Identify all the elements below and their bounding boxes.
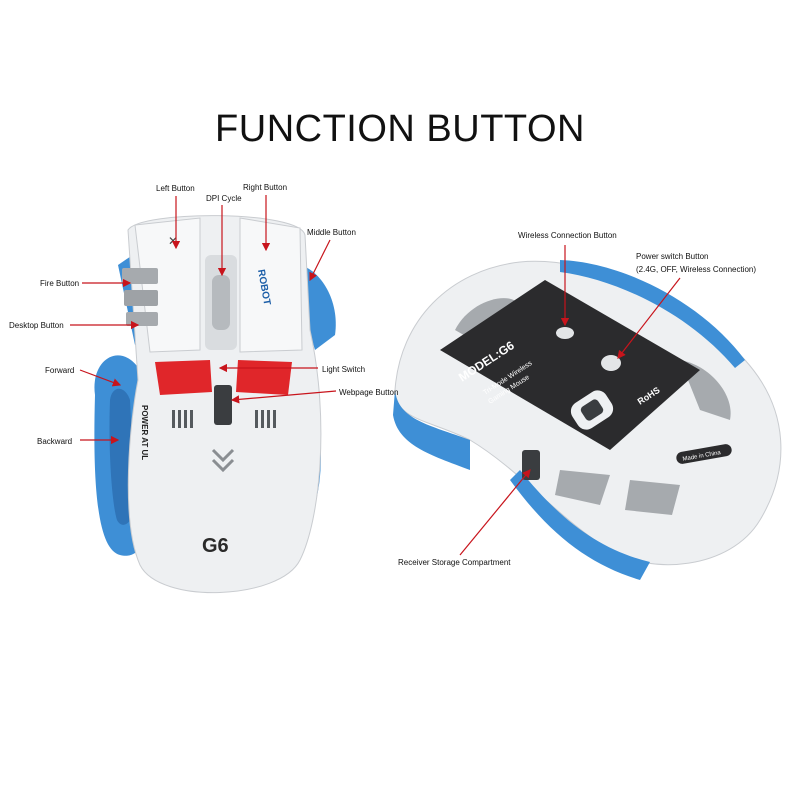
label-power-switch-modes: (2.4G, OFF, Wireless Connection) — [636, 265, 757, 274]
power-switch-key — [601, 355, 621, 371]
logo-decal: G6 — [202, 535, 229, 557]
arrow-middle-button — [309, 239, 331, 282]
arrow-forward — [79, 369, 122, 387]
webpage-button-key — [236, 360, 292, 395]
scroll-wheel — [212, 275, 230, 330]
vents — [172, 410, 276, 428]
label-fire-button: Fire Button — [40, 279, 80, 288]
arrow-receiver-storage — [459, 469, 531, 556]
label-receiver-storage: Receiver Storage Compartment — [398, 558, 511, 567]
label-wireless-connection-button: Wireless Connection Button — [518, 231, 617, 240]
label-webpage-button: Webpage Button — [339, 388, 399, 397]
wireless-connection-key — [556, 327, 574, 339]
side-decal: POWER AT UL — [140, 405, 149, 460]
light-switch-key — [155, 360, 212, 395]
skate-4 — [625, 480, 680, 515]
bottom-blue-top — [560, 260, 745, 368]
bottom-blue-right — [510, 470, 650, 580]
callout-arrows — [70, 195, 681, 556]
label-left-button: Left Button — [156, 184, 195, 193]
page-title: FUNCTION BUTTON — [215, 108, 585, 150]
label-plate — [440, 280, 700, 450]
skate-3 — [555, 470, 610, 505]
mouse-top-view: ROBOT POWER AT UL G6 ✕ — [94, 215, 336, 594]
label-middle-button: Middle Button — [307, 228, 356, 237]
label-desktop-button: Desktop Button — [9, 321, 64, 330]
arrow-power-switch — [617, 277, 681, 359]
right-button-panel — [239, 217, 303, 353]
label-light-switch: Light Switch — [322, 365, 366, 374]
fire-button-key — [122, 268, 158, 284]
side-key-3 — [126, 312, 158, 326]
label-dpi-cycle: DPI Cycle — [206, 194, 242, 203]
label-backward: Backward — [37, 437, 73, 446]
label-power-switch-button: Power switch Button — [636, 252, 709, 261]
arrow-webpage-button — [230, 390, 337, 404]
label-right-button: Right Button — [243, 183, 288, 192]
chevron-down-icon — [211, 448, 235, 473]
mouse-bottom-view: MODEL:G6 Tri-Mode Wireless Gaming Mouse … — [393, 260, 782, 580]
dpi-switch — [214, 385, 232, 425]
label-forward: Forward — [45, 366, 75, 375]
bottom-blue-left — [393, 390, 470, 470]
desktop-button-key — [124, 290, 158, 306]
